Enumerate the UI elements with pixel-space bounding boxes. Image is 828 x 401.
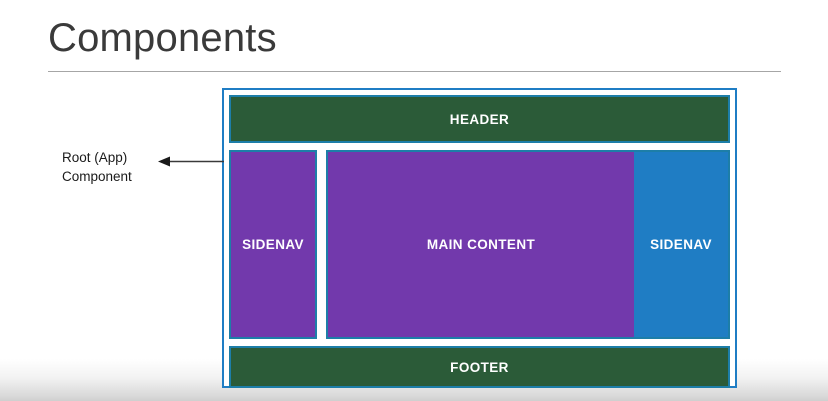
root-app-component-container: HEADER SIDENAV MAIN CONTENT SIDENAV FOOT…	[222, 88, 737, 388]
sidenav-right-label: SIDENAV	[650, 237, 712, 252]
page-title: Components	[48, 16, 277, 60]
sidenav-left-block: SIDENAV	[229, 150, 317, 339]
title-divider	[48, 71, 781, 72]
sidenav-right-block: SIDENAV	[634, 152, 728, 337]
annotation-line-2: Component	[62, 169, 132, 184]
middle-row: SIDENAV MAIN CONTENT SIDENAV	[229, 150, 730, 339]
footer-block: FOOTER	[229, 346, 730, 388]
footer-label: FOOTER	[450, 359, 509, 375]
sidenav-left-label: SIDENAV	[242, 237, 304, 252]
main-content-block: MAIN CONTENT	[328, 152, 634, 337]
annotation-root-app-component: Root (App) Component	[62, 148, 158, 186]
annotation-line-1: Root (App)	[62, 150, 128, 165]
header-block: HEADER	[229, 95, 730, 143]
content-row: MAIN CONTENT SIDENAV	[326, 150, 730, 339]
header-label: HEADER	[449, 111, 510, 127]
main-content-label: MAIN CONTENT	[426, 237, 536, 252]
arrow-left-icon	[158, 155, 224, 168]
